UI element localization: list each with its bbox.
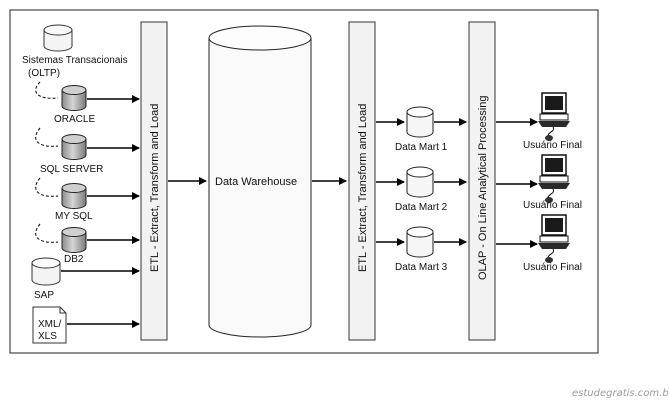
- oracle-label: ORACLE: [54, 114, 95, 125]
- data-warehouse-cylinder: [208, 25, 312, 338]
- olap-bar: [468, 21, 496, 341]
- watermark: estudegratis.com.br: [572, 388, 669, 399]
- data-mart-3-icon: [406, 226, 434, 258]
- oracle-dashed-link: [35, 81, 59, 99]
- db2-dashed-link: [35, 223, 59, 243]
- file-label-line2: XLS: [38, 331, 57, 342]
- sqlserver-dashed-link: [35, 127, 59, 147]
- document-file-icon: [32, 306, 67, 344]
- data-mart-2-icon: [406, 166, 434, 198]
- oltp-database-icon: [43, 24, 73, 52]
- data-mart-1-icon: [406, 106, 434, 138]
- etl-right-bar: [348, 21, 376, 341]
- file-label-line1: XML/: [38, 319, 62, 330]
- user-2-label: Usuário Final: [523, 200, 582, 211]
- mysql-label: MY SQL: [55, 211, 93, 222]
- sap-database-icon: [31, 257, 61, 286]
- data-mart-3-label: Data Mart 3: [395, 262, 448, 273]
- computer-icon: [538, 154, 570, 203]
- data-mart-1-label: Data Mart 1: [395, 142, 448, 153]
- computer-icon: [538, 214, 570, 263]
- data-mart-2-label: Data Mart 2: [395, 202, 448, 213]
- db2-database-icon: [61, 227, 87, 253]
- data-warehouse-label: Data Warehouse: [215, 176, 297, 188]
- transacional-sub: (OLTP): [28, 68, 60, 79]
- transacional-title: Sistemas Transacionais: [22, 55, 128, 66]
- mysql-dashed-link: [35, 177, 59, 197]
- db2-label: DB2: [64, 254, 84, 265]
- user-1-label: Usuário Final: [523, 140, 582, 151]
- etl-right-label: ETL - Extract, Transform and Load: [357, 104, 369, 272]
- user-3-label: Usuário Final: [523, 262, 582, 273]
- oracle-database-icon: [61, 85, 87, 111]
- olap-label: OLAP - On Line Analytical Processing: [477, 96, 489, 280]
- sqlserver-label: SQL SERVER: [40, 164, 103, 175]
- etl-left-label: ETL - Extract, Transform and Load: [149, 104, 161, 272]
- sqlserver-database-icon: [61, 134, 87, 160]
- computer-icon: [538, 92, 570, 141]
- etl-left-bar: [140, 21, 168, 341]
- mysql-database-icon: [61, 183, 87, 209]
- sap-label: SAP: [34, 290, 54, 301]
